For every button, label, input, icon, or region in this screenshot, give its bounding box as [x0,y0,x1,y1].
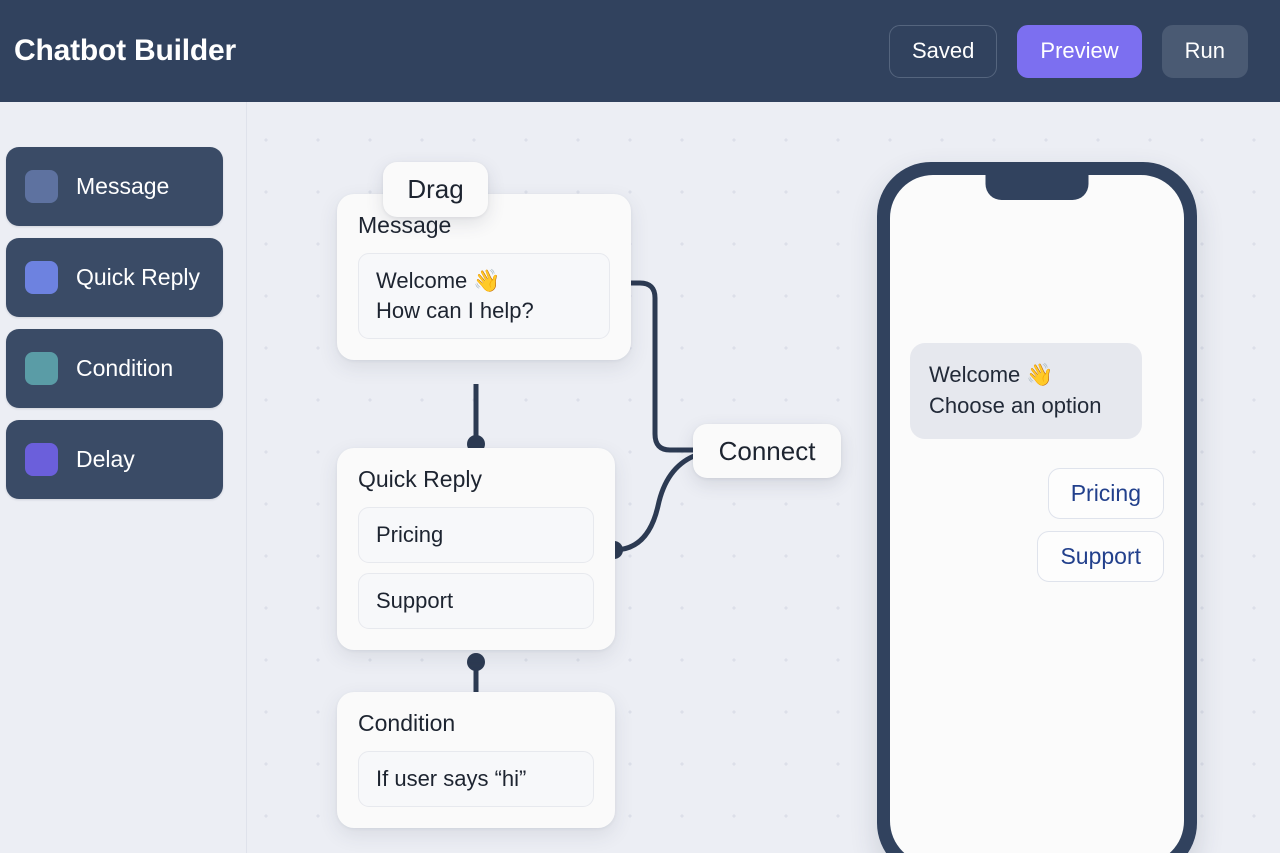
bot-bubble-line-1: Welcome 👋 [929,362,1054,387]
preview-quick-reply-pricing[interactable]: Pricing [1047,468,1164,520]
message-body-field[interactable]: Welcome 👋 How can I help? [358,253,610,340]
bot-message-bubble: Welcome 👋 Choose an option [910,343,1142,440]
phone-screen: Welcome 👋 Choose an option Pricing Suppo… [890,175,1184,853]
message-line-2: How can I help? [376,298,534,324]
node-title: Condition [358,710,456,736]
condition-color-swatch-icon [25,352,58,385]
flow-node-message[interactable]: Message Welcome 👋 How can I help? [337,194,631,361]
preview-quick-replies: Pricing Support [910,468,1164,583]
phone-preview-frame: Welcome 👋 Choose an option Pricing Suppo… [877,162,1197,853]
port-condition-top [467,653,485,671]
palette-item-quick-reply[interactable]: Quick Reply [6,238,223,317]
delay-color-swatch-icon [25,443,58,476]
node-title: Quick Reply [358,466,482,492]
page-title: Chatbot Builder [14,34,236,67]
flow-canvas[interactable]: Message Welcome 👋 How can I help? Quick … [248,102,1280,853]
app-header: Chatbot Builder Saved Preview Run [0,0,1280,102]
palette-item-label: Condition [76,355,174,381]
message-line-1: Welcome 👋 [376,268,501,293]
edge-message-to-connect [622,280,697,453]
quick-reply-option-pricing[interactable]: Pricing [358,507,594,564]
drag-hint-chip[interactable]: Drag [383,162,488,217]
flow-node-quick-reply[interactable]: Quick Reply Pricing Support [337,448,615,651]
palette-item-condition[interactable]: Condition [6,329,223,408]
bot-bubble-line-2: Choose an option [929,393,1102,419]
palette-item-message[interactable]: Message [6,147,223,226]
palette-item-delay[interactable]: Delay [6,420,223,499]
phone-notch [985,175,1089,200]
palette-item-label: Message [76,173,170,199]
quick-reply-color-swatch-icon [25,261,58,294]
condition-expression-field[interactable]: If user says “hi” [358,751,594,808]
palette-item-label: Quick Reply [76,264,200,290]
flow-node-condition[interactable]: Condition If user says “hi” [337,692,615,829]
header-actions: Saved Preview Run [889,24,1248,78]
edge-connect-to-quickreply [613,453,697,553]
quick-reply-option-support[interactable]: Support [358,573,594,630]
palette-item-label: Delay [76,446,135,472]
message-color-swatch-icon [25,170,58,203]
run-button[interactable]: Run [1161,24,1248,78]
connect-hint-chip[interactable]: Connect [693,424,841,478]
preview-quick-reply-support[interactable]: Support [1037,531,1164,583]
saved-button[interactable]: Saved [889,24,998,78]
palette-sidebar: Message Quick Reply Condition Delay [0,102,247,853]
preview-button[interactable]: Preview [1017,24,1142,78]
